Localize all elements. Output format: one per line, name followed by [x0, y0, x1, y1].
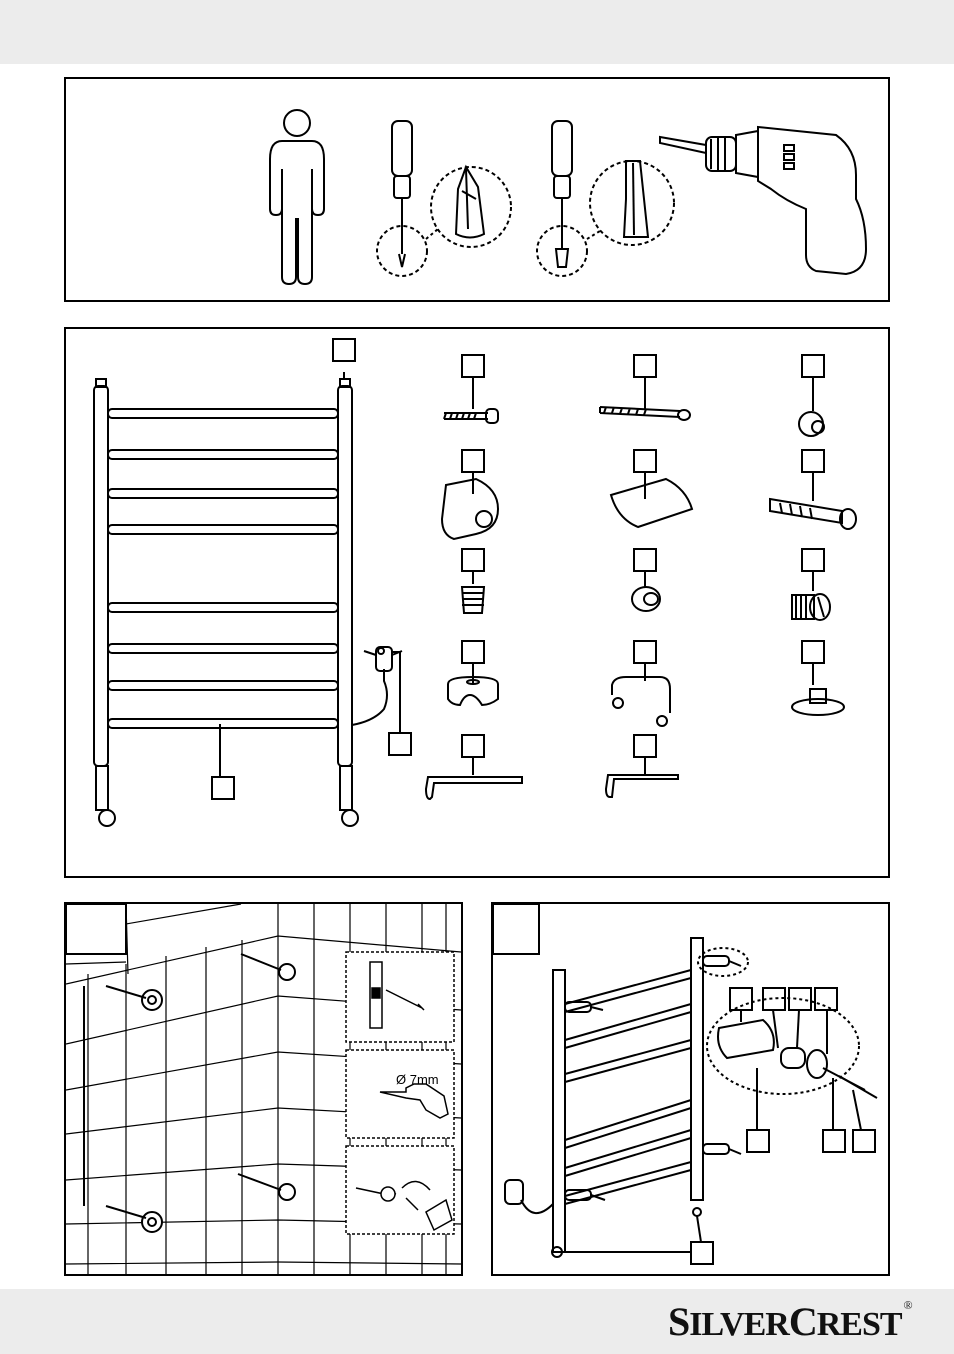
inset-fit-plug	[345, 1145, 455, 1235]
inset-drill-holes	[345, 1049, 455, 1139]
parts-column-3	[769, 354, 857, 716]
top-header-band	[0, 0, 954, 64]
flathead-screwdriver-icon	[536, 120, 675, 277]
tools-panel	[64, 77, 890, 302]
drill-bit-label: Ø 7mm	[396, 1072, 439, 1087]
spirit-level-icon	[369, 961, 383, 1029]
wrench-icon	[405, 1197, 419, 1211]
part-label-box	[388, 732, 412, 756]
part-label-box	[332, 338, 356, 362]
phillips-screwdriver-icon	[376, 120, 512, 277]
part-label-box	[211, 776, 235, 800]
silvercrest-logo: SILVERCREST®	[668, 1298, 913, 1344]
step-number-box	[66, 904, 127, 955]
parts-column-2	[599, 354, 694, 798]
footer-band	[0, 1289, 954, 1354]
inset-level-marking	[345, 951, 455, 1043]
wall-mounting-panel: Ø 7mm	[64, 902, 463, 1276]
towel-rail-drawing	[93, 338, 412, 827]
parts-column-1	[424, 354, 523, 801]
person-icon	[269, 109, 325, 286]
power-drill-icon	[659, 125, 868, 276]
rail-assembly-panel	[491, 902, 890, 1276]
parts-panel	[64, 327, 890, 878]
step-number-box	[493, 904, 540, 955]
